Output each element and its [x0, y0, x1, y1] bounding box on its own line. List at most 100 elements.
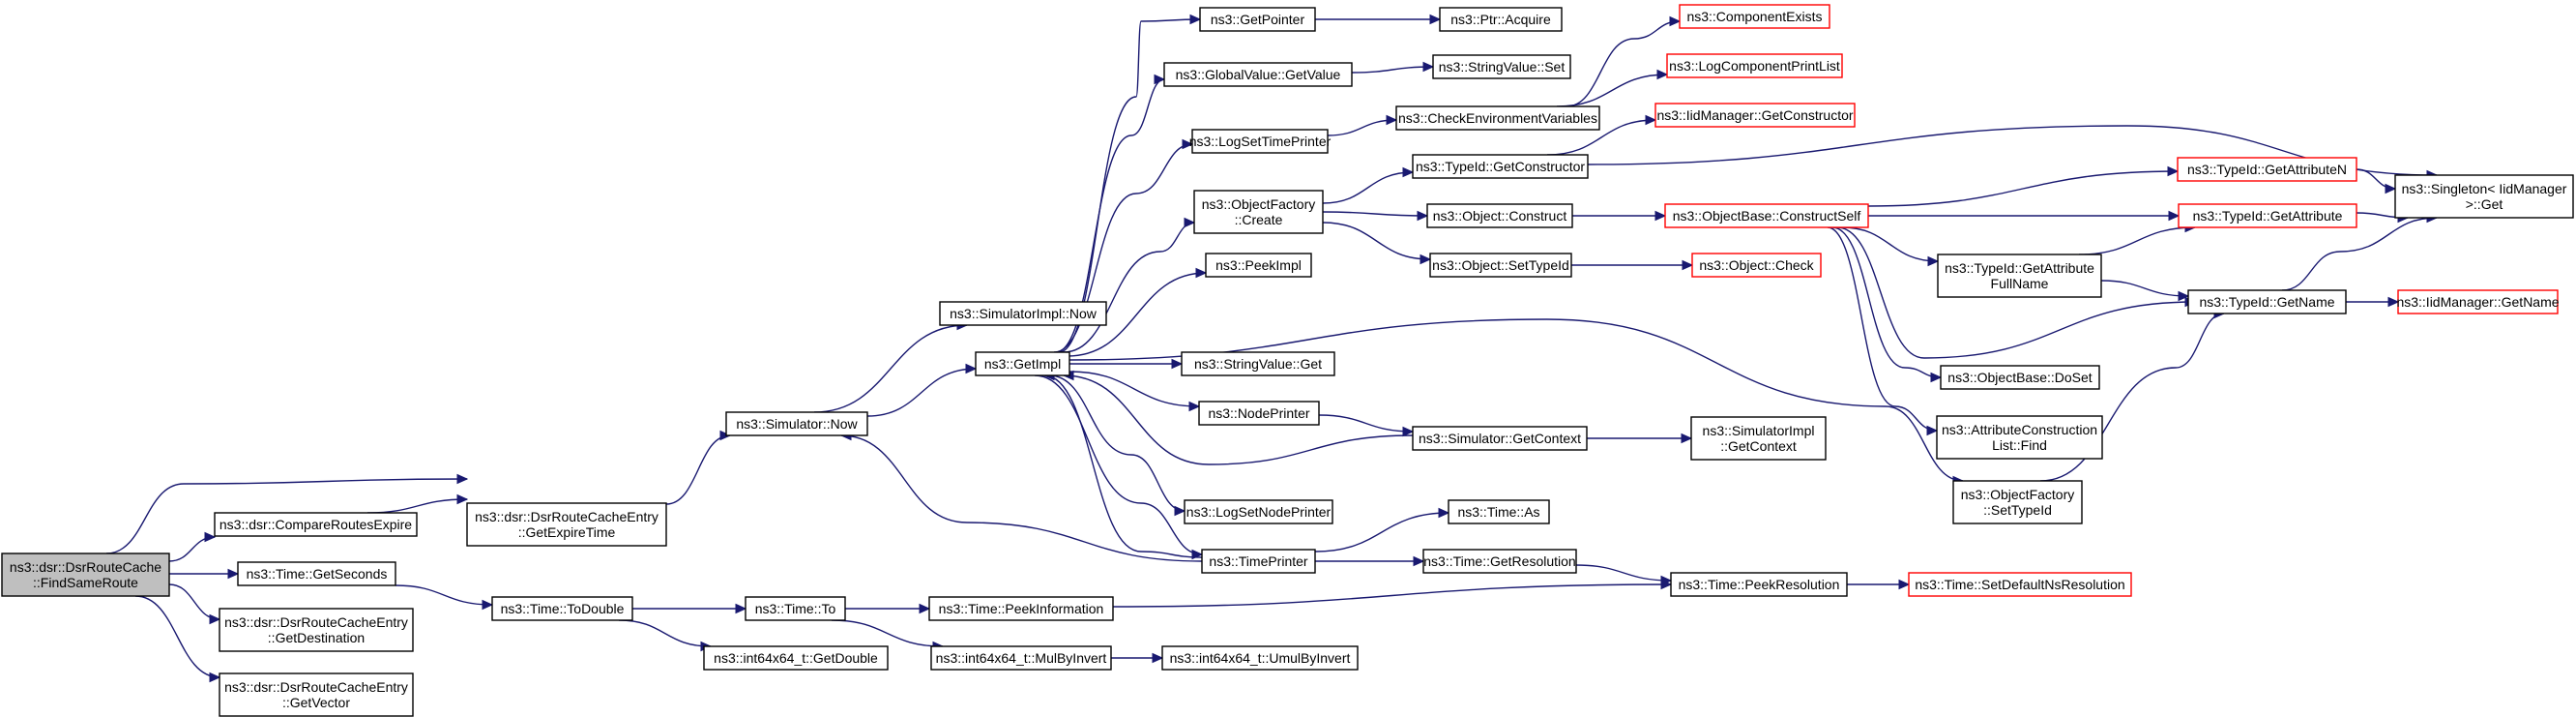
node-box: [1191, 129, 1329, 154]
call-edge-getseconds-to-todouble: [395, 584, 494, 611]
call-edge-simnow-to-simimplnow: [813, 319, 969, 413]
node-timeas[interactable]: ns3::Time::As: [1448, 499, 1550, 524]
node-gvgetvalue[interactable]: ns3::GlobalValue::GetValue: [1163, 62, 1353, 87]
node-peekimpl[interactable]: ns3::PeekImpl: [1205, 253, 1312, 278]
node-peekresolution[interactable]: ns3::Time::PeekResolution: [1670, 572, 1848, 597]
arrowhead: [1926, 425, 1939, 436]
node-label: List::Find: [1992, 437, 2047, 453]
arrowhead: [209, 613, 221, 625]
node-box: [2187, 289, 2347, 314]
node-logcompprint[interactable]: ns3::LogComponentPrintList: [1666, 53, 1843, 78]
call-edge-simgetctx-to-simimplgetctx: [1587, 433, 1693, 444]
node-compare[interactable]: ns3::dsr::CompareRoutesExpire: [214, 512, 418, 537]
node-label: ::Create: [1235, 212, 1283, 227]
node-getpointer[interactable]: ns3::GetPointer: [1199, 7, 1316, 32]
node-simnow[interactable]: ns3::Simulator::Now: [725, 411, 868, 436]
arrowhead: [1184, 217, 1196, 228]
node-box: [1691, 253, 1822, 278]
node-peekinfo[interactable]: ns3::Time::PeekInformation: [928, 596, 1114, 621]
node-ptracquire[interactable]: ns3::Ptr::Acquire: [1439, 7, 1563, 32]
arrowhead: [1669, 15, 1682, 27]
node-label: ns3::dsr::DsrRouteCache: [10, 559, 161, 575]
arrowhead: [2385, 183, 2397, 194]
node-tidgetattrn[interactable]: ns3::TypeId::GetAttributeN: [2177, 157, 2357, 182]
arrowhead: [1386, 114, 1398, 126]
call-edge-checkenv-to-compexists: [1566, 15, 1682, 107]
node-umulbyinvert[interactable]: ns3::int64x64_t::UmulByInvert: [1161, 645, 1359, 671]
node-label: ns3::Time::To: [755, 601, 836, 616]
node-svset[interactable]: ns3::StringValue::Set: [1432, 54, 1571, 79]
node-objcheck[interactable]: ns3::Object::Check: [1691, 253, 1822, 278]
node-box: [1181, 351, 1335, 376]
node-timeprinter[interactable]: ns3::TimePrinter: [1201, 549, 1316, 574]
node-root[interactable]: ns3::dsr::DsrRouteCache::FindSameRoute: [1, 553, 170, 597]
arrowhead: [1402, 426, 1415, 437]
node-label: ns3::ComponentExists: [1686, 9, 1822, 24]
node-svget[interactable]: ns3::StringValue::Get: [1181, 351, 1335, 376]
node-iidgetctor[interactable]: ns3::IidManager::GetConstructor: [1654, 103, 1856, 128]
arrowhead: [1654, 210, 1667, 222]
node-obconstructself[interactable]: ns3::ObjectBase::ConstructSelf: [1664, 203, 1869, 228]
node-checkenv[interactable]: ns3::CheckEnvironmentVariables: [1395, 105, 1600, 131]
node-obdoset[interactable]: ns3::ObjectBase::DoSet: [1940, 365, 2100, 390]
node-label: ::FindSameRoute: [33, 575, 138, 590]
node-nodeprinter[interactable]: ns3::NodePrinter: [1198, 401, 1320, 426]
call-edge-logsettime-to-checkenv: [1327, 114, 1398, 136]
call-edge-tidgetname-to-iidgetname: [2345, 296, 2400, 308]
node-timeto[interactable]: ns3::Time::To: [745, 596, 846, 621]
node-box: [1198, 401, 1320, 426]
node-ofsettid[interactable]: ns3::ObjectFactory::SetTypeId: [1952, 480, 2083, 524]
arrowhead: [2178, 290, 2190, 302]
node-i64getdouble[interactable]: ns3::int64x64_t::GetDouble: [703, 645, 889, 671]
node-objconstruct[interactable]: ns3::Object::Construct: [1426, 203, 1573, 228]
node-label: ns3::dsr::DsrRouteCacheEntry: [475, 509, 659, 524]
call-edge-getimpl-to-logsetnode: [1048, 374, 1186, 517]
node-label: ns3::Time::As: [1457, 504, 1539, 520]
node-getvector[interactable]: ns3::dsr::DsrRouteCacheEntry::GetVector: [219, 672, 414, 717]
node-mulbyinvert[interactable]: ns3::int64x64_t::MulByInvert: [930, 645, 1112, 671]
node-label: ns3::AttributeConstruction: [1942, 422, 2097, 437]
node-logsettime[interactable]: ns3::LogSetTimePrinter: [1189, 129, 1332, 154]
node-label: ns3::int64x64_t::GetDouble: [714, 650, 878, 666]
node-compexists[interactable]: ns3::ComponentExists: [1679, 4, 1830, 29]
node-getdest[interactable]: ns3::dsr::DsrRouteCacheEntry::GetDestina…: [219, 608, 414, 652]
call-edge-root-to-getdest: [168, 583, 221, 625]
node-tidgetname[interactable]: ns3::TypeId::GetName: [2187, 289, 2347, 314]
arrowhead: [227, 568, 240, 580]
node-objsettid[interactable]: ns3::Object::SetTypeId: [1429, 253, 1572, 278]
arrowhead: [1422, 61, 1435, 73]
call-edge-getimpl-to-svget: [1069, 358, 1184, 370]
call-graph-edges: [105, 14, 2439, 683]
node-simimplnow[interactable]: ns3::SimulatorImpl::Now: [939, 301, 1107, 326]
arrowhead: [1656, 69, 1669, 80]
node-label: ns3::Singleton< IidManager: [2402, 181, 2567, 196]
node-singletonget[interactable]: ns3::Singleton< IidManager>::Get: [2394, 174, 2574, 219]
arrowhead: [482, 599, 494, 611]
node-logsetnode[interactable]: ns3::LogSetNodePrinter: [1184, 499, 1333, 524]
node-label: ns3::ObjectBase::DoSet: [1947, 370, 2093, 385]
node-tidgetctor[interactable]: ns3::TypeId::GetConstructor: [1412, 154, 1589, 179]
node-setdefaultns[interactable]: ns3::Time::SetDefaultNsResolution: [1908, 572, 2132, 597]
node-simimplgetctx[interactable]: ns3::SimulatorImpl::GetContext: [1690, 416, 1827, 461]
node-getseconds[interactable]: ns3::Time::GetSeconds: [237, 561, 396, 586]
node-todouble[interactable]: ns3::Time::ToDouble: [491, 596, 633, 621]
call-edge-obconstructself-to-tidgetattr: [1868, 210, 2181, 222]
node-iidgetname[interactable]: ns3::IidManager::GetName: [2396, 289, 2560, 314]
node-label: ns3::Object::Construct: [1433, 208, 1567, 224]
node-getresolution[interactable]: ns3::Time::GetResolution: [1422, 549, 1577, 574]
arrowhead: [1682, 259, 1694, 271]
arrowhead: [1927, 255, 1940, 267]
node-ofcreate[interactable]: ns3::ObjectFactory::Create: [1193, 190, 1324, 234]
node-getexpire[interactable]: ns3::dsr::DsrRouteCacheEntry::GetExpireT…: [466, 502, 667, 547]
node-label: ns3::TypeId::GetAttribute: [2193, 208, 2343, 224]
node-box: [1412, 426, 1588, 451]
node-label: ns3::TypeId::GetConstructor: [1416, 159, 1585, 174]
node-simgetctx[interactable]: ns3::Simulator::GetContext: [1412, 426, 1588, 451]
arrowhead: [1898, 579, 1911, 590]
node-getimpl[interactable]: ns3::GetImpl: [975, 351, 1070, 376]
node-tidgetattr[interactable]: ns3::TypeId::GetAttribute: [2178, 203, 2357, 228]
node-box: [939, 301, 1107, 326]
node-box: [975, 351, 1070, 376]
